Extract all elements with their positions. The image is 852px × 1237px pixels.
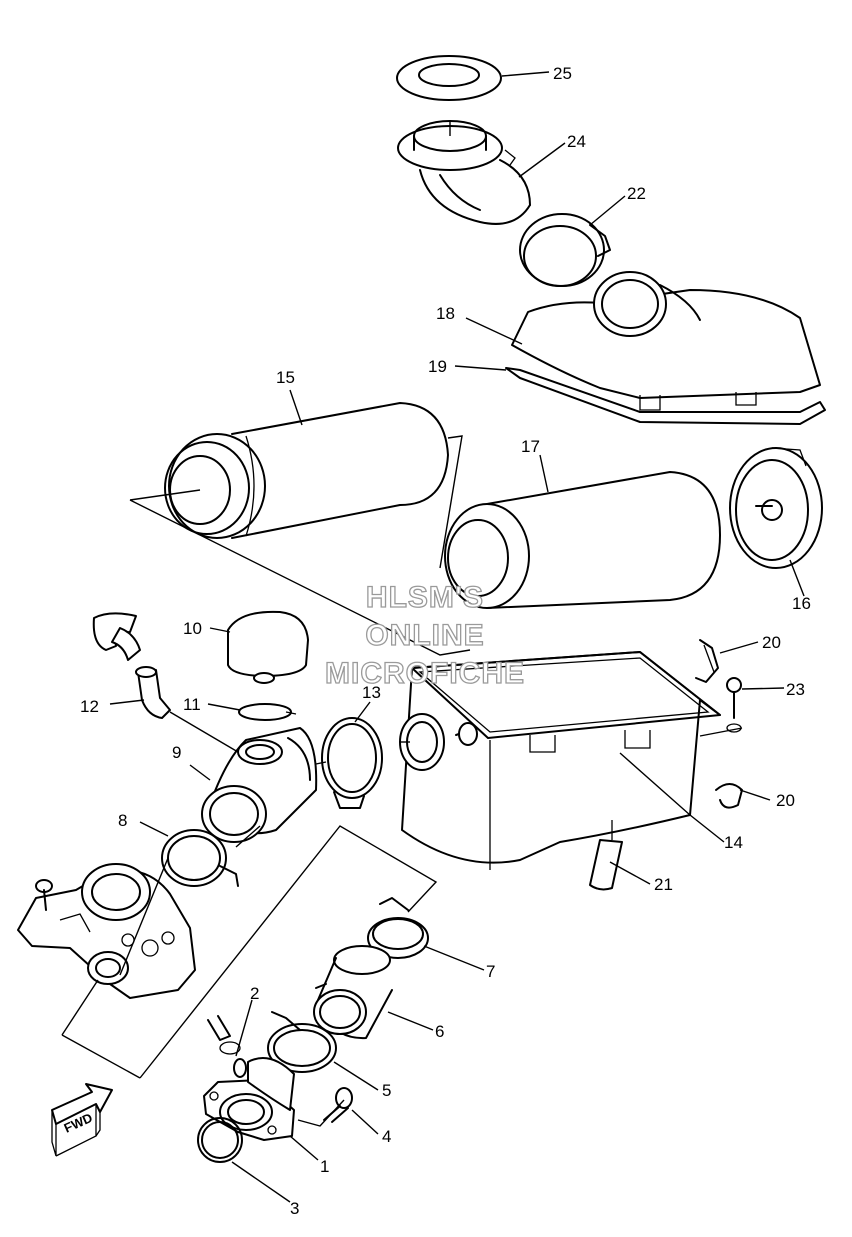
callout-10: 10 [183, 619, 202, 638]
callout-18: 18 [436, 304, 455, 323]
callout-16: 16 [792, 594, 811, 613]
watermark-line-1: HLSM'S [366, 581, 484, 614]
part-14-filter-case [399, 651, 743, 870]
callout-20a: 20 [762, 633, 781, 652]
callout-11: 11 [183, 695, 201, 714]
callout-3: 3 [290, 1199, 299, 1218]
part-7-clamp [367, 897, 429, 959]
part-3-o-ring [197, 1117, 243, 1163]
callout-21: 21 [654, 875, 673, 894]
leader-lines [61, 71, 805, 1203]
part-9-carb-joint [201, 727, 318, 843]
part-13-clamp [321, 717, 383, 809]
part-1-manifold [203, 1057, 295, 1141]
forward-direction-arrow: FWD [51, 1083, 113, 1157]
callout-5: 5 [382, 1081, 391, 1100]
callout-20b: 20 [776, 791, 795, 810]
callout-7: 7 [486, 962, 495, 981]
watermark-line-2: ONLINE [365, 619, 484, 652]
part-22-hose-clamp [519, 213, 611, 287]
part-6-intake-joint [313, 945, 393, 1040]
part-11-spring-clip [238, 703, 297, 721]
callout-14: 14 [724, 833, 743, 852]
part-15-filter-element-outer [164, 402, 449, 539]
part-17-filter-element-inner [444, 471, 721, 609]
part-2-clip [207, 1015, 241, 1055]
callout-12: 12 [80, 697, 99, 716]
part-20-clip-lower [715, 783, 743, 809]
part-21-drain-tube [589, 820, 623, 891]
callout-19: 19 [428, 357, 447, 376]
part-18-case-cover [511, 271, 821, 411]
part-20-clip-upper [695, 639, 719, 683]
watermark-line-3: MICROFICHE [325, 657, 525, 690]
carburetor-assembly [17, 863, 196, 999]
callout-1: 1 [320, 1157, 329, 1176]
callout-24: 24 [567, 132, 586, 151]
part-16-end-cap [729, 447, 823, 569]
part-10-cap [227, 610, 309, 684]
callout-numbers: 25 24 22 18 19 15 17 16 10 20 23 13 11 1… [80, 64, 811, 1218]
part-25-seal-ring [396, 55, 502, 101]
callout-13: 13 [362, 683, 381, 702]
watermark: HLSM'S ONLINE MICROFICHE [324, 580, 525, 690]
callout-23: 23 [786, 680, 805, 699]
part-23-push-rivet [726, 677, 742, 733]
callout-22: 22 [627, 184, 646, 203]
callout-17: 17 [521, 437, 540, 456]
callout-4: 4 [382, 1127, 391, 1146]
callout-25: 25 [553, 64, 572, 83]
part-19-gasket [505, 367, 826, 425]
callout-2: 2 [250, 984, 259, 1003]
part-12-breather-hose [92, 612, 171, 719]
callout-8: 8 [118, 811, 127, 830]
callout-6: 6 [435, 1022, 444, 1041]
part-24-intake-duct [397, 120, 531, 225]
callout-15: 15 [276, 368, 295, 387]
callout-9: 9 [172, 743, 181, 762]
part-5-clamp [267, 1011, 337, 1073]
part-4-bolt [323, 1087, 353, 1123]
